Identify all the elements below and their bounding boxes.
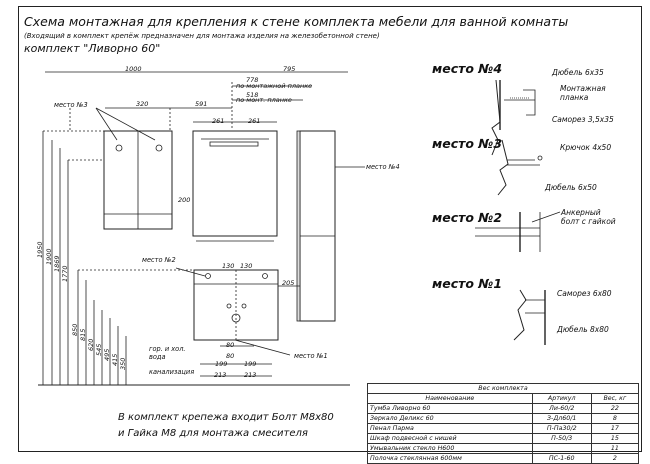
vdim-1869: 1869	[53, 255, 61, 272]
cell-weight: 11	[590, 443, 640, 454]
vdim-350: 350	[119, 357, 127, 370]
detail-title-mesto4: место №4	[432, 61, 503, 76]
drawing-title: Схема монтажная для крепления к стене ко…	[24, 14, 569, 29]
cell-name: Тумба Ливорно 60	[367, 403, 533, 414]
detail1-label-screw: Саморез 6х80	[557, 289, 612, 298]
detail4-label-plank: Монтажная планка	[560, 84, 606, 102]
dim-261-b: 261	[248, 117, 261, 125]
detail4-label-screw: Саморез 3,5х35	[552, 115, 614, 124]
dim-261-a: 261	[212, 117, 225, 125]
cell-weight: 8	[590, 413, 640, 424]
drawing-frame	[18, 6, 642, 452]
table-caption: Вес комплекта	[367, 383, 639, 394]
dim-795: 795	[283, 65, 296, 73]
dim-199-b: 199	[244, 360, 257, 368]
cell-article: П-Па30/2	[531, 423, 592, 434]
cell-weight: 22	[590, 403, 640, 414]
detail-title-mesto2: место №2	[432, 210, 503, 225]
table-row: Умывальник стекло Н600 11	[367, 443, 640, 454]
dim-778-note: по монтажной планке	[236, 82, 313, 90]
detail-title-mesto1: место №1	[432, 276, 503, 291]
cell-name: Умывальник стекло Н600	[367, 443, 533, 454]
weight-table: Вес комплекта Наименование Артикул Вес, …	[367, 383, 640, 464]
dim-213-b: 213	[244, 371, 257, 379]
vdim-1770: 1770	[61, 265, 69, 282]
cell-weight: 15	[590, 433, 640, 444]
dim-778: 778	[246, 76, 259, 84]
detail4-label-dowel: Дюбель 6х35	[552, 68, 604, 77]
cell-name: Зеркало Деликс 60	[367, 413, 533, 424]
dim-320: 320	[136, 100, 149, 108]
vdim-495: 495	[103, 348, 111, 361]
kit-name: комплект "Ливорно 60"	[24, 42, 161, 55]
dim-80-a: 80	[226, 341, 235, 349]
vdim-415: 415	[111, 353, 119, 366]
dim-1000: 1000	[125, 65, 142, 73]
label-water: гор. и хол. вода	[149, 345, 186, 361]
detail-mesto4	[491, 79, 536, 156]
dim-130-a: 130	[222, 262, 235, 270]
dim-205: 205	[282, 279, 295, 287]
vdim-1900: 1900	[45, 248, 53, 265]
detail3-label-hook: Крючок 4х50	[560, 143, 612, 152]
cell-name: Пенал Парма	[367, 423, 533, 434]
dim-80-b: 80	[226, 352, 235, 360]
label-mesto4: место №4	[366, 163, 400, 171]
footer-line-1: В комплект крепежа входит Болт М8х80	[118, 412, 334, 423]
table-header-article: Артикул	[531, 393, 592, 404]
dim-518-note: по монт. планке	[236, 96, 292, 104]
vdim-1950: 1950	[36, 241, 44, 258]
footer-line-2: и Гайка М8 для монтажа смесителя	[118, 428, 308, 439]
dim-591: 591	[195, 100, 208, 108]
detail-mesto2	[475, 211, 561, 252]
detail3-label-dowel: Дюбель 6х50	[545, 183, 597, 192]
cell-article: З-Дл60/1	[531, 413, 592, 424]
vdim-545: 545	[95, 343, 103, 356]
cell-article: П-50/3	[531, 433, 592, 444]
detail-title-mesto3: место №3	[432, 136, 503, 151]
vdim-850: 850	[71, 323, 79, 336]
detail1-label-dowel: Дюбель 8х80	[557, 325, 609, 334]
dim-130-b: 130	[240, 262, 253, 270]
dim-200: 200	[178, 196, 191, 204]
label-sewer: канализация	[149, 368, 195, 376]
cell-article	[531, 443, 592, 454]
vdim-620: 620	[87, 338, 95, 351]
cell-article: Ли-60/2	[531, 403, 592, 414]
dim-518: 518	[246, 91, 259, 99]
table-header-weight: Вес, кг	[590, 393, 640, 404]
detail-mesto1	[513, 289, 546, 345]
dim-199-a: 199	[215, 360, 228, 368]
label-mesto1: место №1	[294, 352, 328, 360]
label-mesto3: место №3	[54, 101, 88, 109]
vdim-815: 815	[79, 328, 87, 341]
cell-name: Шкаф подвесной с нишей	[367, 433, 533, 444]
dim-213-a: 213	[214, 371, 227, 379]
table-header-name: Наименование	[367, 393, 533, 404]
cell-weight: 17	[590, 423, 640, 434]
drawing-subnote: (Входящий в комплект крепёж предназначен…	[24, 32, 380, 40]
detail-mesto3	[497, 139, 543, 196]
label-mesto2: место №2	[142, 256, 176, 264]
detail2-label-anchor: Анкерный болт с гайкой	[561, 208, 616, 226]
